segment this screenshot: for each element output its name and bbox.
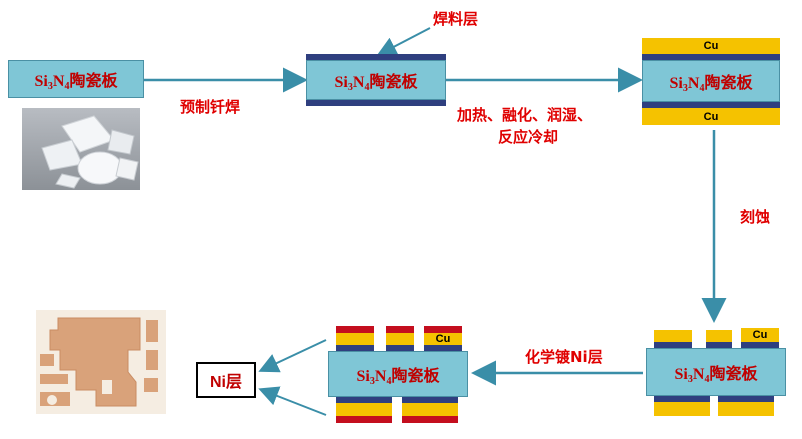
copper-pad-top-3: Cu (424, 333, 462, 345)
copper-pad-bottom-1 (654, 402, 710, 416)
solder-layer-label: 焊料层 (433, 10, 479, 28)
cu-label: Cu (752, 329, 768, 341)
solder-pad-top-1 (336, 345, 374, 351)
solder-layer-top (642, 54, 780, 60)
step-label-heating-2: 反应冷却 (498, 128, 559, 146)
nickel-pad-bottom-2 (402, 416, 458, 423)
solder-pad-bottom-2 (718, 396, 774, 402)
board-label: Si3N4陶瓷板 (669, 74, 753, 94)
step-label-ni-plating: 化学镀Ni层 (525, 348, 603, 366)
board-label: Si3N4陶瓷板 (334, 73, 418, 93)
solder-pad-bottom-2 (402, 397, 458, 403)
arrow-5a (258, 339, 327, 373)
copper-layer-bottom: Cu (642, 108, 780, 125)
finished-substrate-photo (36, 310, 166, 414)
copper-pad-top-2 (706, 330, 732, 342)
step-label-brazing: 预制钎焊 (180, 98, 241, 116)
cu-label: Cu (703, 40, 719, 52)
solder-pad-top-2 (386, 345, 414, 351)
solder-pad-bottom-1 (336, 397, 392, 403)
arrow-5b (258, 386, 327, 416)
ceramic-board-3: Si3N4陶瓷板 (642, 60, 780, 102)
ni-layer-box: Ni层 (196, 362, 256, 398)
nickel-pad-top-3 (424, 326, 462, 333)
ceramic-board-4: Si3N4陶瓷板 (646, 348, 786, 396)
copper-layer-top: Cu (642, 38, 780, 54)
copper-pad-bottom-2 (718, 402, 774, 416)
solder-layer-bottom (306, 100, 446, 106)
copper-pad-bottom-1 (336, 403, 392, 416)
nickel-pad-top-1 (336, 326, 374, 333)
ceramic-board-2: Si3N4陶瓷板 (306, 60, 446, 100)
nickel-pad-top-2 (386, 326, 414, 333)
board-label: Si3N4陶瓷板 (34, 72, 118, 92)
cu-label: Cu (435, 333, 451, 345)
board-label: Si3N4陶瓷板 (356, 367, 440, 387)
solder-pad-top-1 (654, 342, 692, 348)
board-label: Si3N4陶瓷板 (674, 365, 758, 385)
solder-pad-top-2 (706, 342, 732, 348)
arrow-solder-pointer (376, 27, 431, 56)
cu-label: Cu (703, 110, 719, 123)
copper-pad-top-1 (654, 330, 692, 342)
ceramic-board-1: Si3N4陶瓷板 (8, 60, 144, 98)
step-label-heating-1: 加热、融化、润湿、 (457, 106, 593, 124)
ceramic-plates-photo (22, 108, 140, 190)
copper-pad-top-2 (386, 333, 414, 345)
step-label-etching: 刻蚀 (740, 208, 771, 226)
solder-pad-bottom-1 (654, 396, 710, 402)
copper-pad-bottom-2 (402, 403, 458, 416)
solder-pad-top-3 (424, 345, 462, 351)
ni-layer-label: Ni层 (209, 374, 242, 391)
solder-pad-top-3 (741, 342, 779, 348)
copper-pad-top-3: Cu (741, 328, 779, 342)
solder-layer-top (306, 54, 446, 60)
copper-pad-top-1 (336, 333, 374, 345)
nickel-pad-bottom-1 (336, 416, 392, 423)
ceramic-board-5: Si3N4陶瓷板 (328, 351, 468, 397)
solder-layer-bottom (642, 102, 780, 108)
